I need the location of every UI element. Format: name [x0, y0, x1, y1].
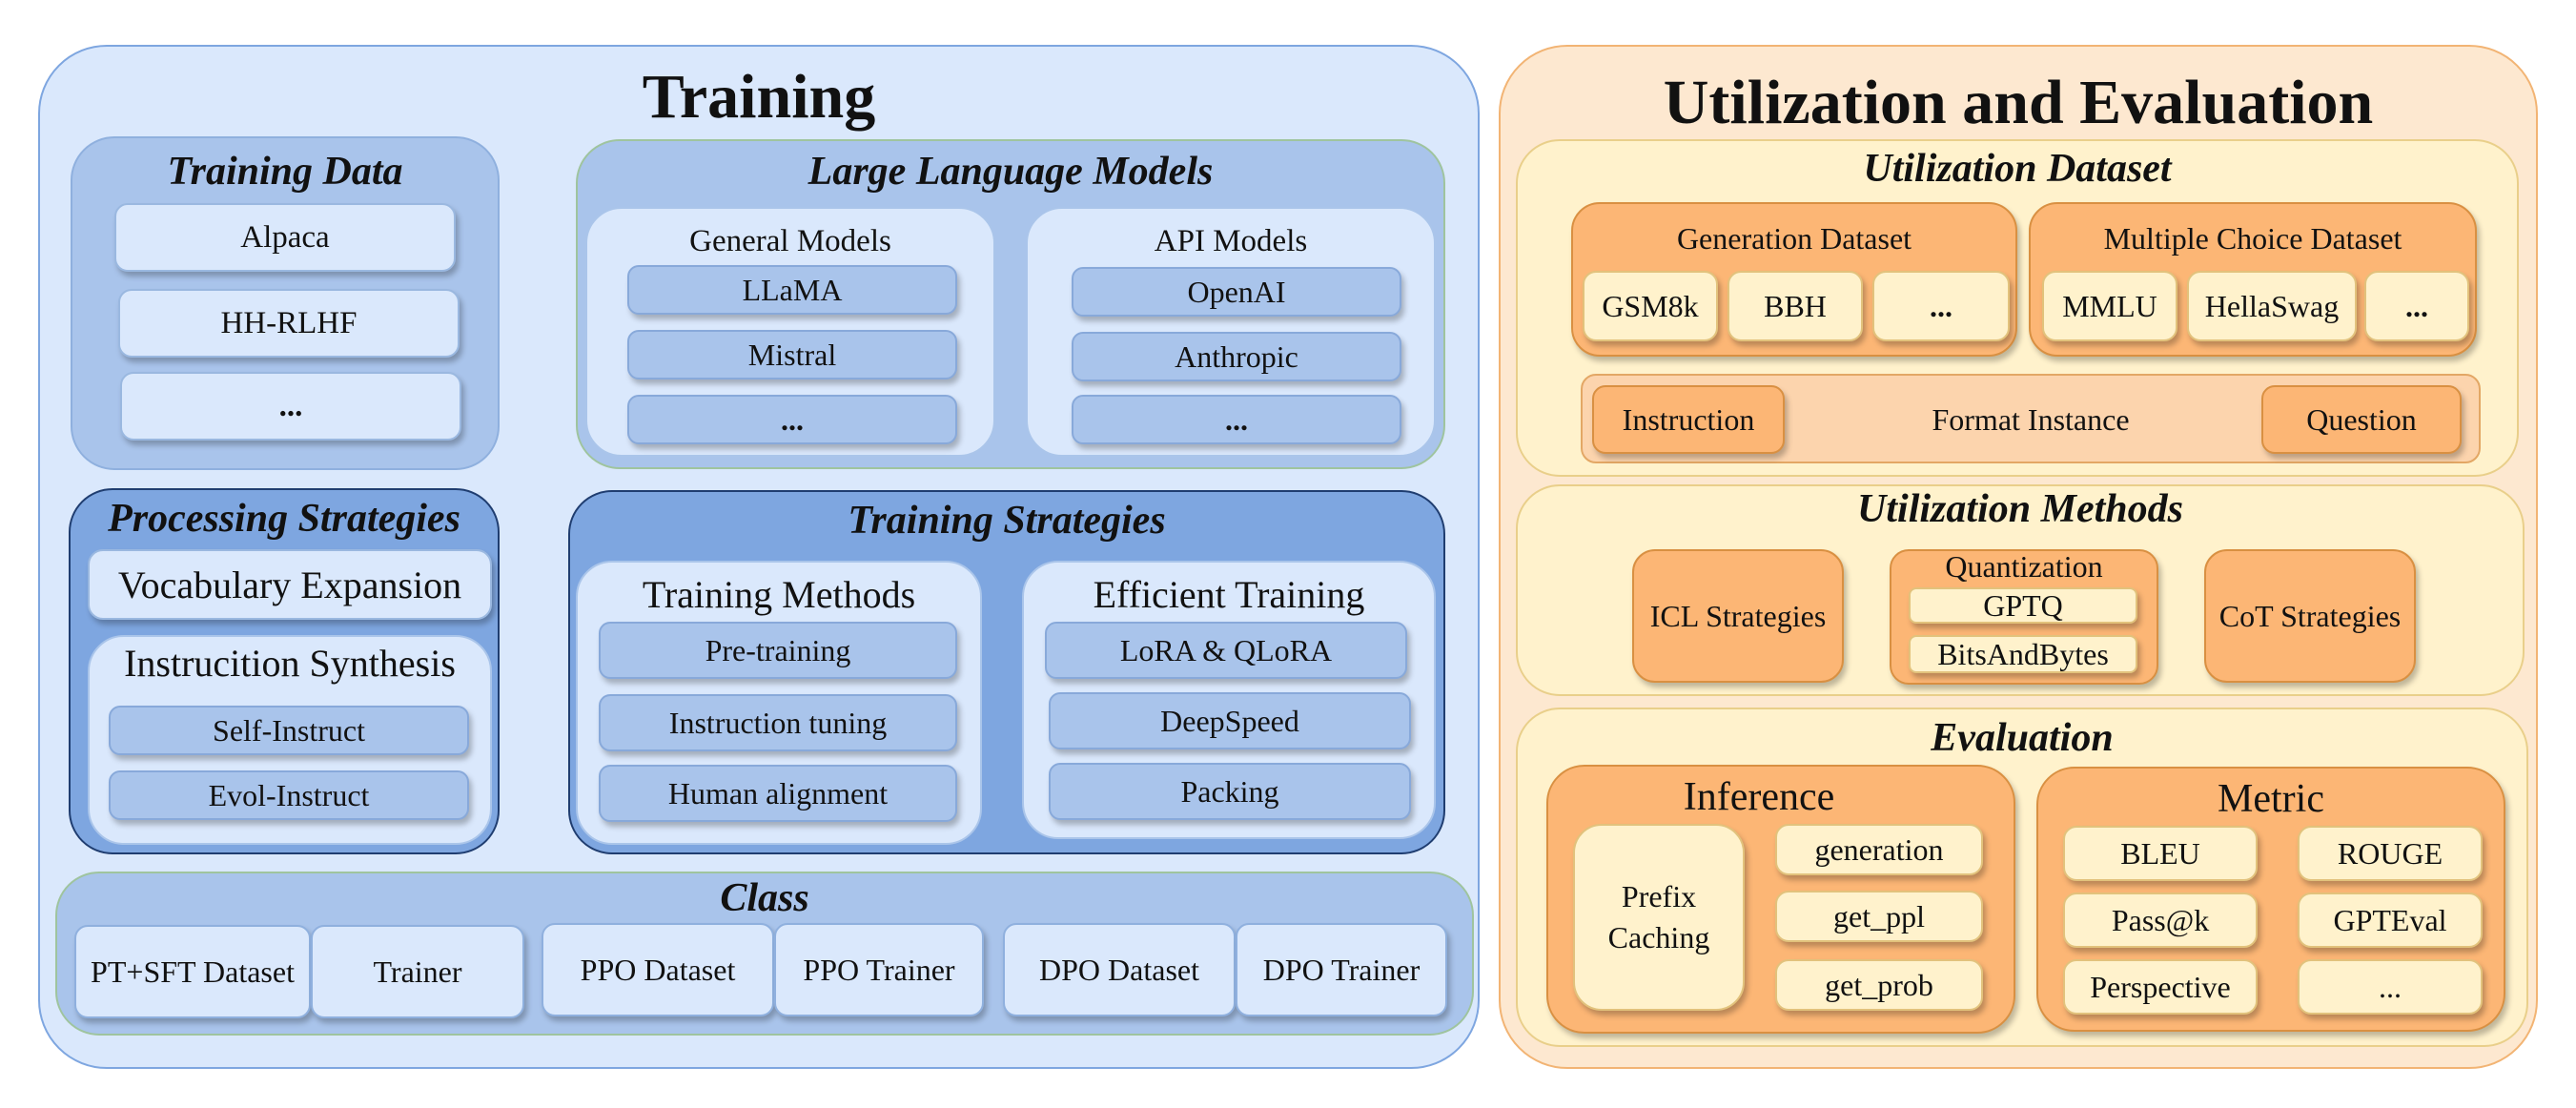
training-data-item: HH-RLHF	[118, 289, 460, 358]
inference-item: get_ppl	[1775, 891, 1983, 942]
multiple-choice-dataset-item: MMLU	[2042, 271, 2177, 341]
training-method-item: Pre-training	[599, 622, 957, 679]
api-models-title: API Models	[1154, 224, 1308, 258]
general-model-item: ...	[627, 395, 957, 444]
utilization-dataset-title: Utilization Dataset	[1863, 147, 2172, 191]
class-item: PPO Dataset	[542, 923, 774, 1016]
generation-dataset-item: ...	[1872, 271, 2010, 341]
efficient-training-item: Packing	[1049, 763, 1411, 820]
multiple-choice-dataset-item: ...	[2364, 271, 2469, 341]
training-strategies-title: Training Strategies	[848, 499, 1166, 543]
vocabulary-expansion-box: Vocabulary Expansion	[88, 549, 492, 620]
synthesis-item: Evol-Instruct	[109, 770, 469, 820]
metric-item: BLEU	[2063, 826, 2258, 881]
training-title: Training	[642, 62, 876, 132]
api-model-item: OpenAI	[1072, 267, 1401, 317]
class-title: Class	[720, 876, 809, 920]
class-item: DPO Trainer	[1236, 923, 1447, 1016]
class-item: PT+SFT Dataset	[74, 925, 311, 1018]
efficient-training-item: DeepSpeed	[1049, 692, 1411, 749]
processing-strategies-title: Processing Strategies	[108, 497, 460, 541]
training-data-title: Training Data	[167, 150, 403, 194]
inference-item: generation	[1775, 824, 1983, 875]
generation-dataset-title: Generation Dataset	[1676, 221, 1912, 256]
metric-item: ROUGE	[2298, 826, 2483, 881]
quantization-title: Quantization	[1945, 549, 2103, 584]
icl-strategies-box: ICL Strategies	[1632, 549, 1844, 683]
class-item: DPO Dataset	[1003, 923, 1236, 1016]
training-methods-title: Training Methods	[642, 573, 916, 616]
metric-item: Pass@k	[2063, 893, 2258, 948]
cot-strategies-box: CoT Strategies	[2204, 549, 2416, 683]
metric-item: GPTEval	[2298, 893, 2483, 948]
evaluation-title: Evaluation	[1931, 716, 2114, 760]
inference-title: Inference	[1683, 775, 1835, 819]
utilization-title: Utilization and Evaluation	[1663, 68, 2374, 137]
general-model-item: LLaMA	[627, 265, 957, 315]
training-method-item: Instruction tuning	[599, 694, 957, 751]
synthesis-item: Self-Instruct	[109, 706, 469, 755]
efficient-training-title: Efficient Training	[1093, 573, 1365, 616]
instruction-synthesis-title: Instrucition Synthesis	[124, 642, 456, 685]
metric-title: Metric	[2218, 777, 2324, 821]
api-model-item: Anthropic	[1072, 332, 1401, 381]
format-instance-label: Format Instance	[1932, 401, 2130, 437]
quantization-item: BitsAndBytes	[1909, 635, 2137, 673]
question-box: Question	[2261, 385, 2462, 454]
metric-item: Perspective	[2063, 959, 2258, 1015]
multiple-choice-dataset-title: Multiple Choice Dataset	[2103, 221, 2402, 256]
training-data-item: ...	[120, 372, 461, 441]
class-item: PPO Trainer	[774, 923, 984, 1016]
api-model-item: ...	[1072, 395, 1401, 444]
quantization-item: GPTQ	[1909, 587, 2137, 624]
class-item: Trainer	[311, 925, 524, 1018]
multiple-choice-dataset-item: HellaSwag	[2187, 271, 2357, 341]
prefix-caching-box: Prefix Caching	[1573, 824, 1745, 1011]
instruction-box: Instruction	[1592, 385, 1785, 454]
efficient-training-item: LoRA & QLoRA	[1045, 622, 1407, 679]
llm-title: Large Language Models	[808, 150, 1214, 194]
training-method-item: Human alignment	[599, 765, 957, 822]
generation-dataset-item: GSM8k	[1583, 271, 1718, 341]
general-model-item: Mistral	[627, 330, 957, 380]
metric-item: ...	[2298, 959, 2483, 1015]
general-models-title: General Models	[689, 224, 891, 258]
inference-item: get_prob	[1775, 959, 1983, 1011]
training-data-item: Alpaca	[114, 203, 456, 272]
utilization-methods-title: Utilization Methods	[1857, 487, 2183, 531]
generation-dataset-item: BBH	[1728, 271, 1863, 341]
